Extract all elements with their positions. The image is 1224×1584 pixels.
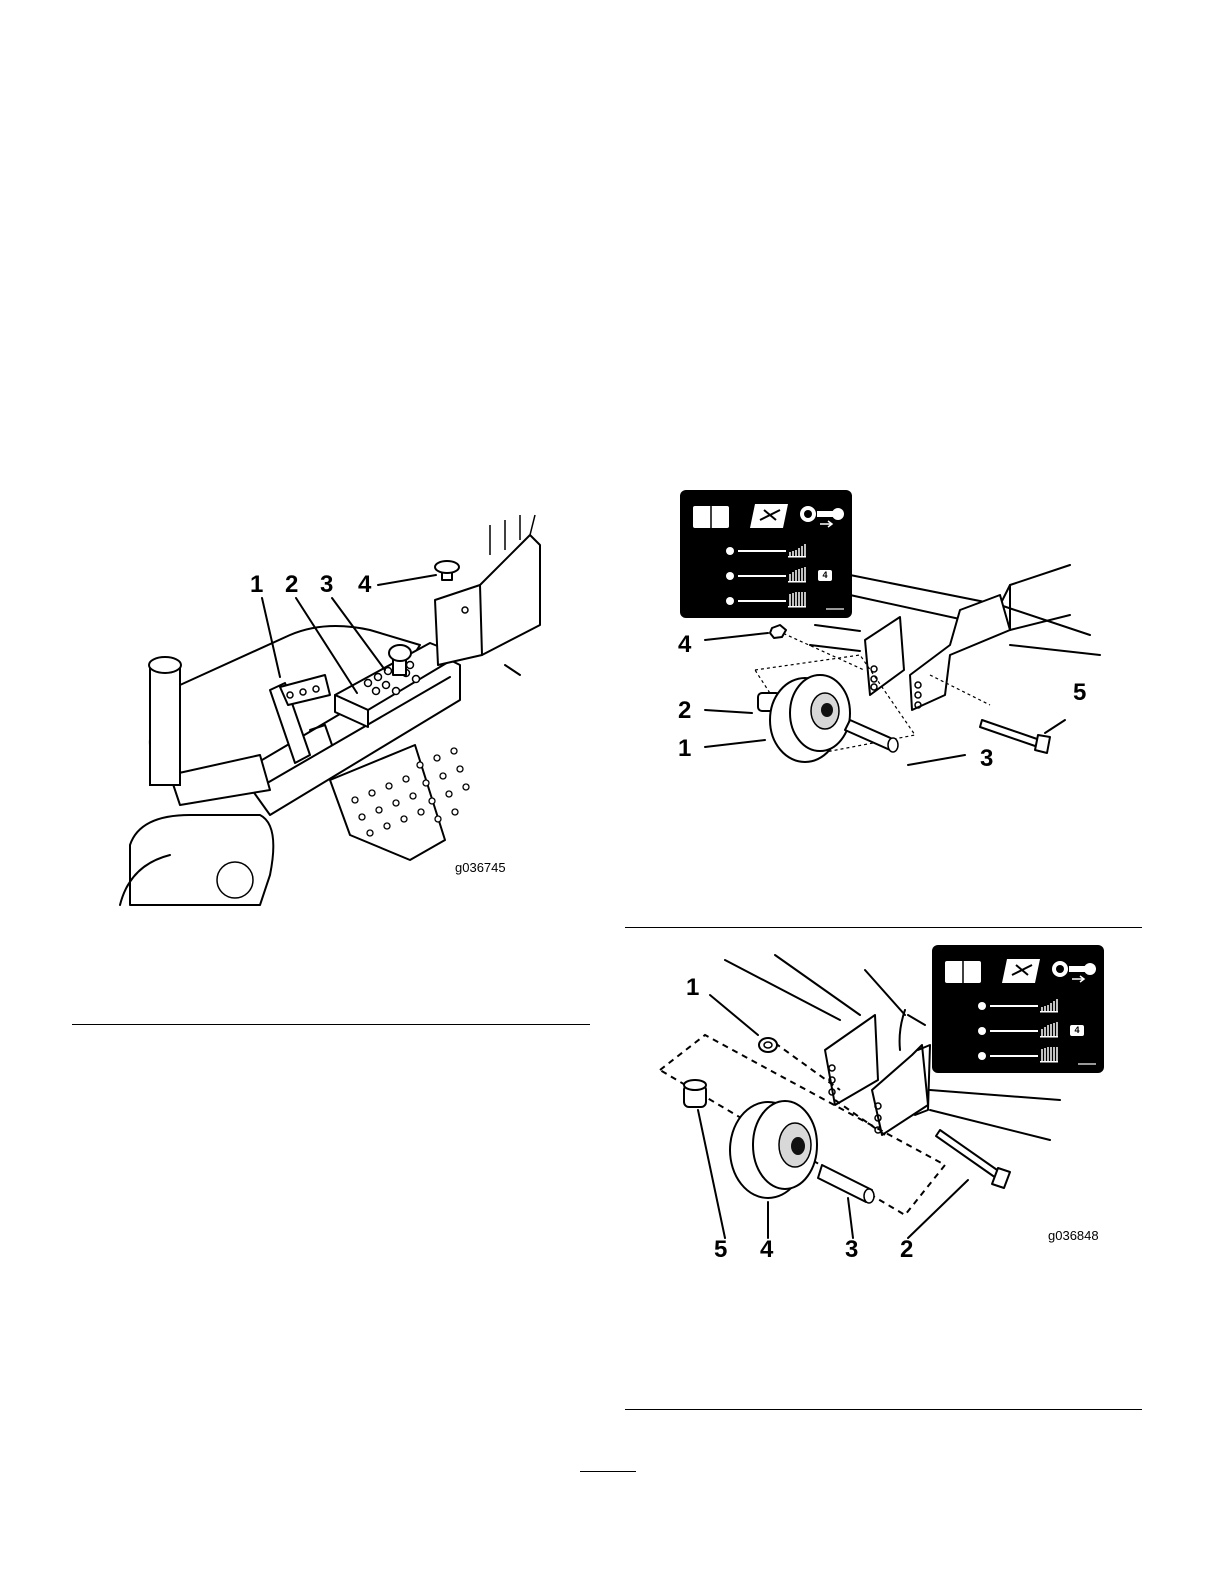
callout-3: 3 bbox=[320, 573, 333, 597]
figure-left: 1 2 3 4 g036745 bbox=[110, 515, 550, 905]
divider-right-bottom bbox=[625, 1409, 1142, 1410]
callout-2: 2 bbox=[900, 1238, 913, 1262]
callout-1: 1 bbox=[686, 976, 699, 1000]
figure-right-top: 4 4 bbox=[660, 485, 1120, 785]
callout-4: 4 bbox=[358, 573, 371, 597]
callout-4: 4 bbox=[678, 633, 691, 657]
callout-5: 5 bbox=[714, 1238, 727, 1262]
callout-1: 1 bbox=[250, 573, 263, 597]
page-number-rule bbox=[580, 1471, 636, 1472]
callout-1: 1 bbox=[678, 737, 691, 761]
figure-right-bottom: 4 1 bbox=[650, 940, 1120, 1270]
divider-right-top bbox=[625, 927, 1142, 928]
callout-5: 5 bbox=[1073, 681, 1086, 705]
callout-3: 3 bbox=[980, 747, 993, 771]
figure-code: g036848 bbox=[1048, 1228, 1099, 1243]
callout-3: 3 bbox=[845, 1238, 858, 1262]
divider-left bbox=[72, 1024, 590, 1025]
callout-2: 2 bbox=[678, 699, 691, 723]
callout-2: 2 bbox=[285, 573, 298, 597]
callout-4: 4 bbox=[760, 1238, 773, 1262]
caster-wheel-illustration-top bbox=[660, 485, 1120, 785]
figure-code: g036745 bbox=[455, 860, 506, 875]
caster-wheel-illustration-bottom bbox=[650, 940, 1120, 1270]
